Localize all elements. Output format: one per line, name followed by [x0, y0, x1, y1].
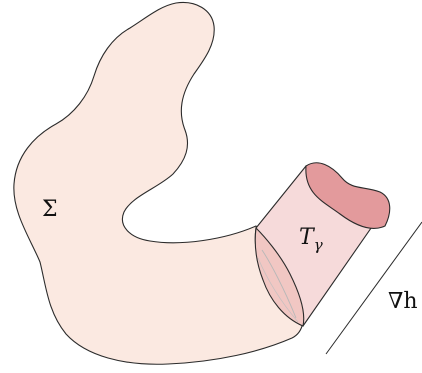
gradient-label: ∇h [388, 289, 418, 314]
tube-label-base: T [299, 225, 316, 250]
surface-sigma [13, 1, 304, 365]
intersection-inner-curve [261, 249, 297, 319]
intersection-region [254, 226, 305, 327]
gradient-direction-line [325, 221, 422, 355]
intersection-inner-curve-2 [257, 257, 299, 323]
surface-label: Σ [42, 197, 58, 222]
tube-label: Tγ [299, 225, 323, 254]
tube-end-cap [305, 162, 391, 229]
tube-label-subscript: γ [314, 236, 323, 254]
